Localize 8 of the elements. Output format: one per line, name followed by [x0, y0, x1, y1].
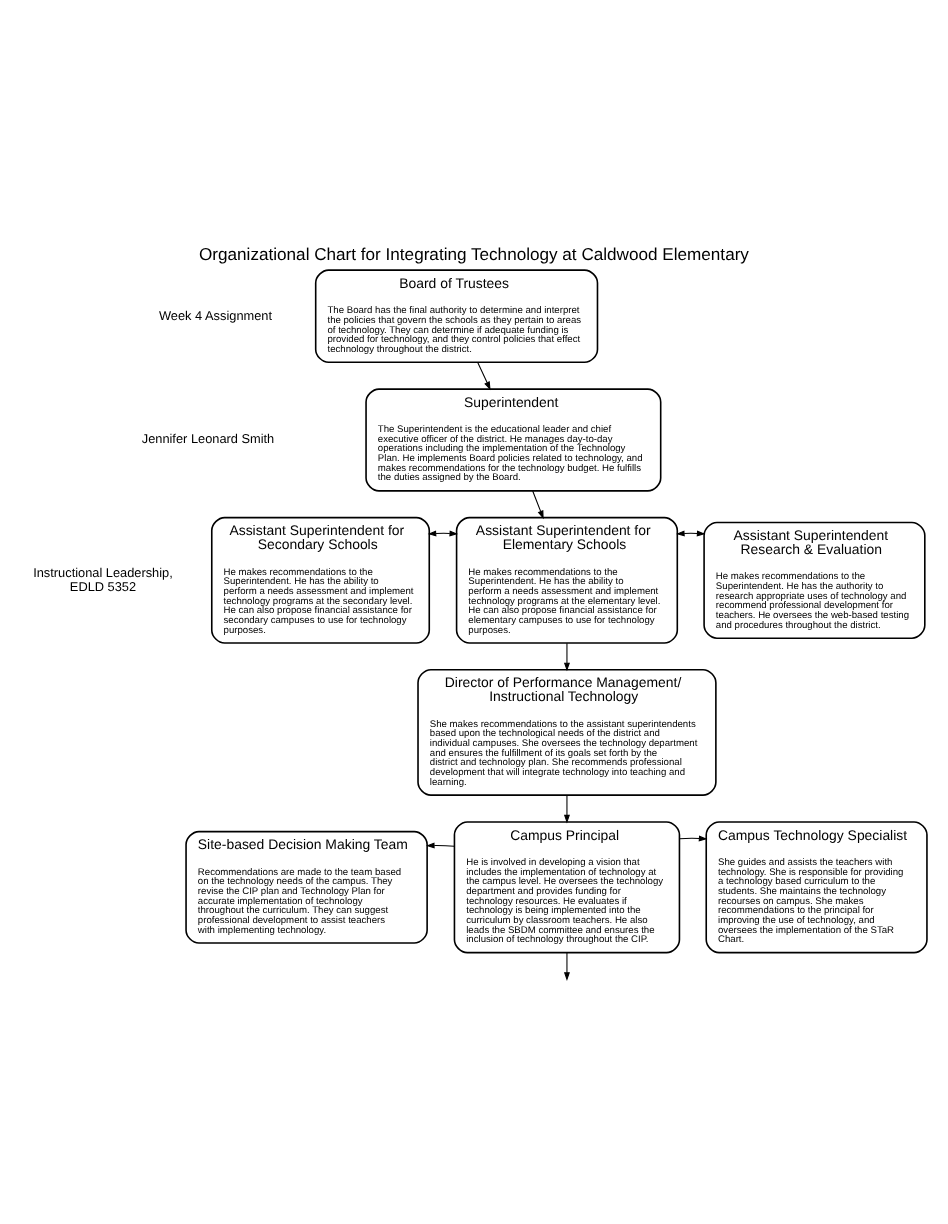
arrow — [563, 951, 570, 980]
arrow — [426, 841, 455, 848]
arrow — [679, 834, 708, 841]
arrow — [563, 793, 570, 823]
diagram-title: Organizational Chart for Integrating Technology at Caldwood Elementary — [199, 243, 749, 264]
arrow — [532, 489, 544, 519]
arrow — [477, 361, 491, 390]
arrow — [563, 641, 570, 671]
